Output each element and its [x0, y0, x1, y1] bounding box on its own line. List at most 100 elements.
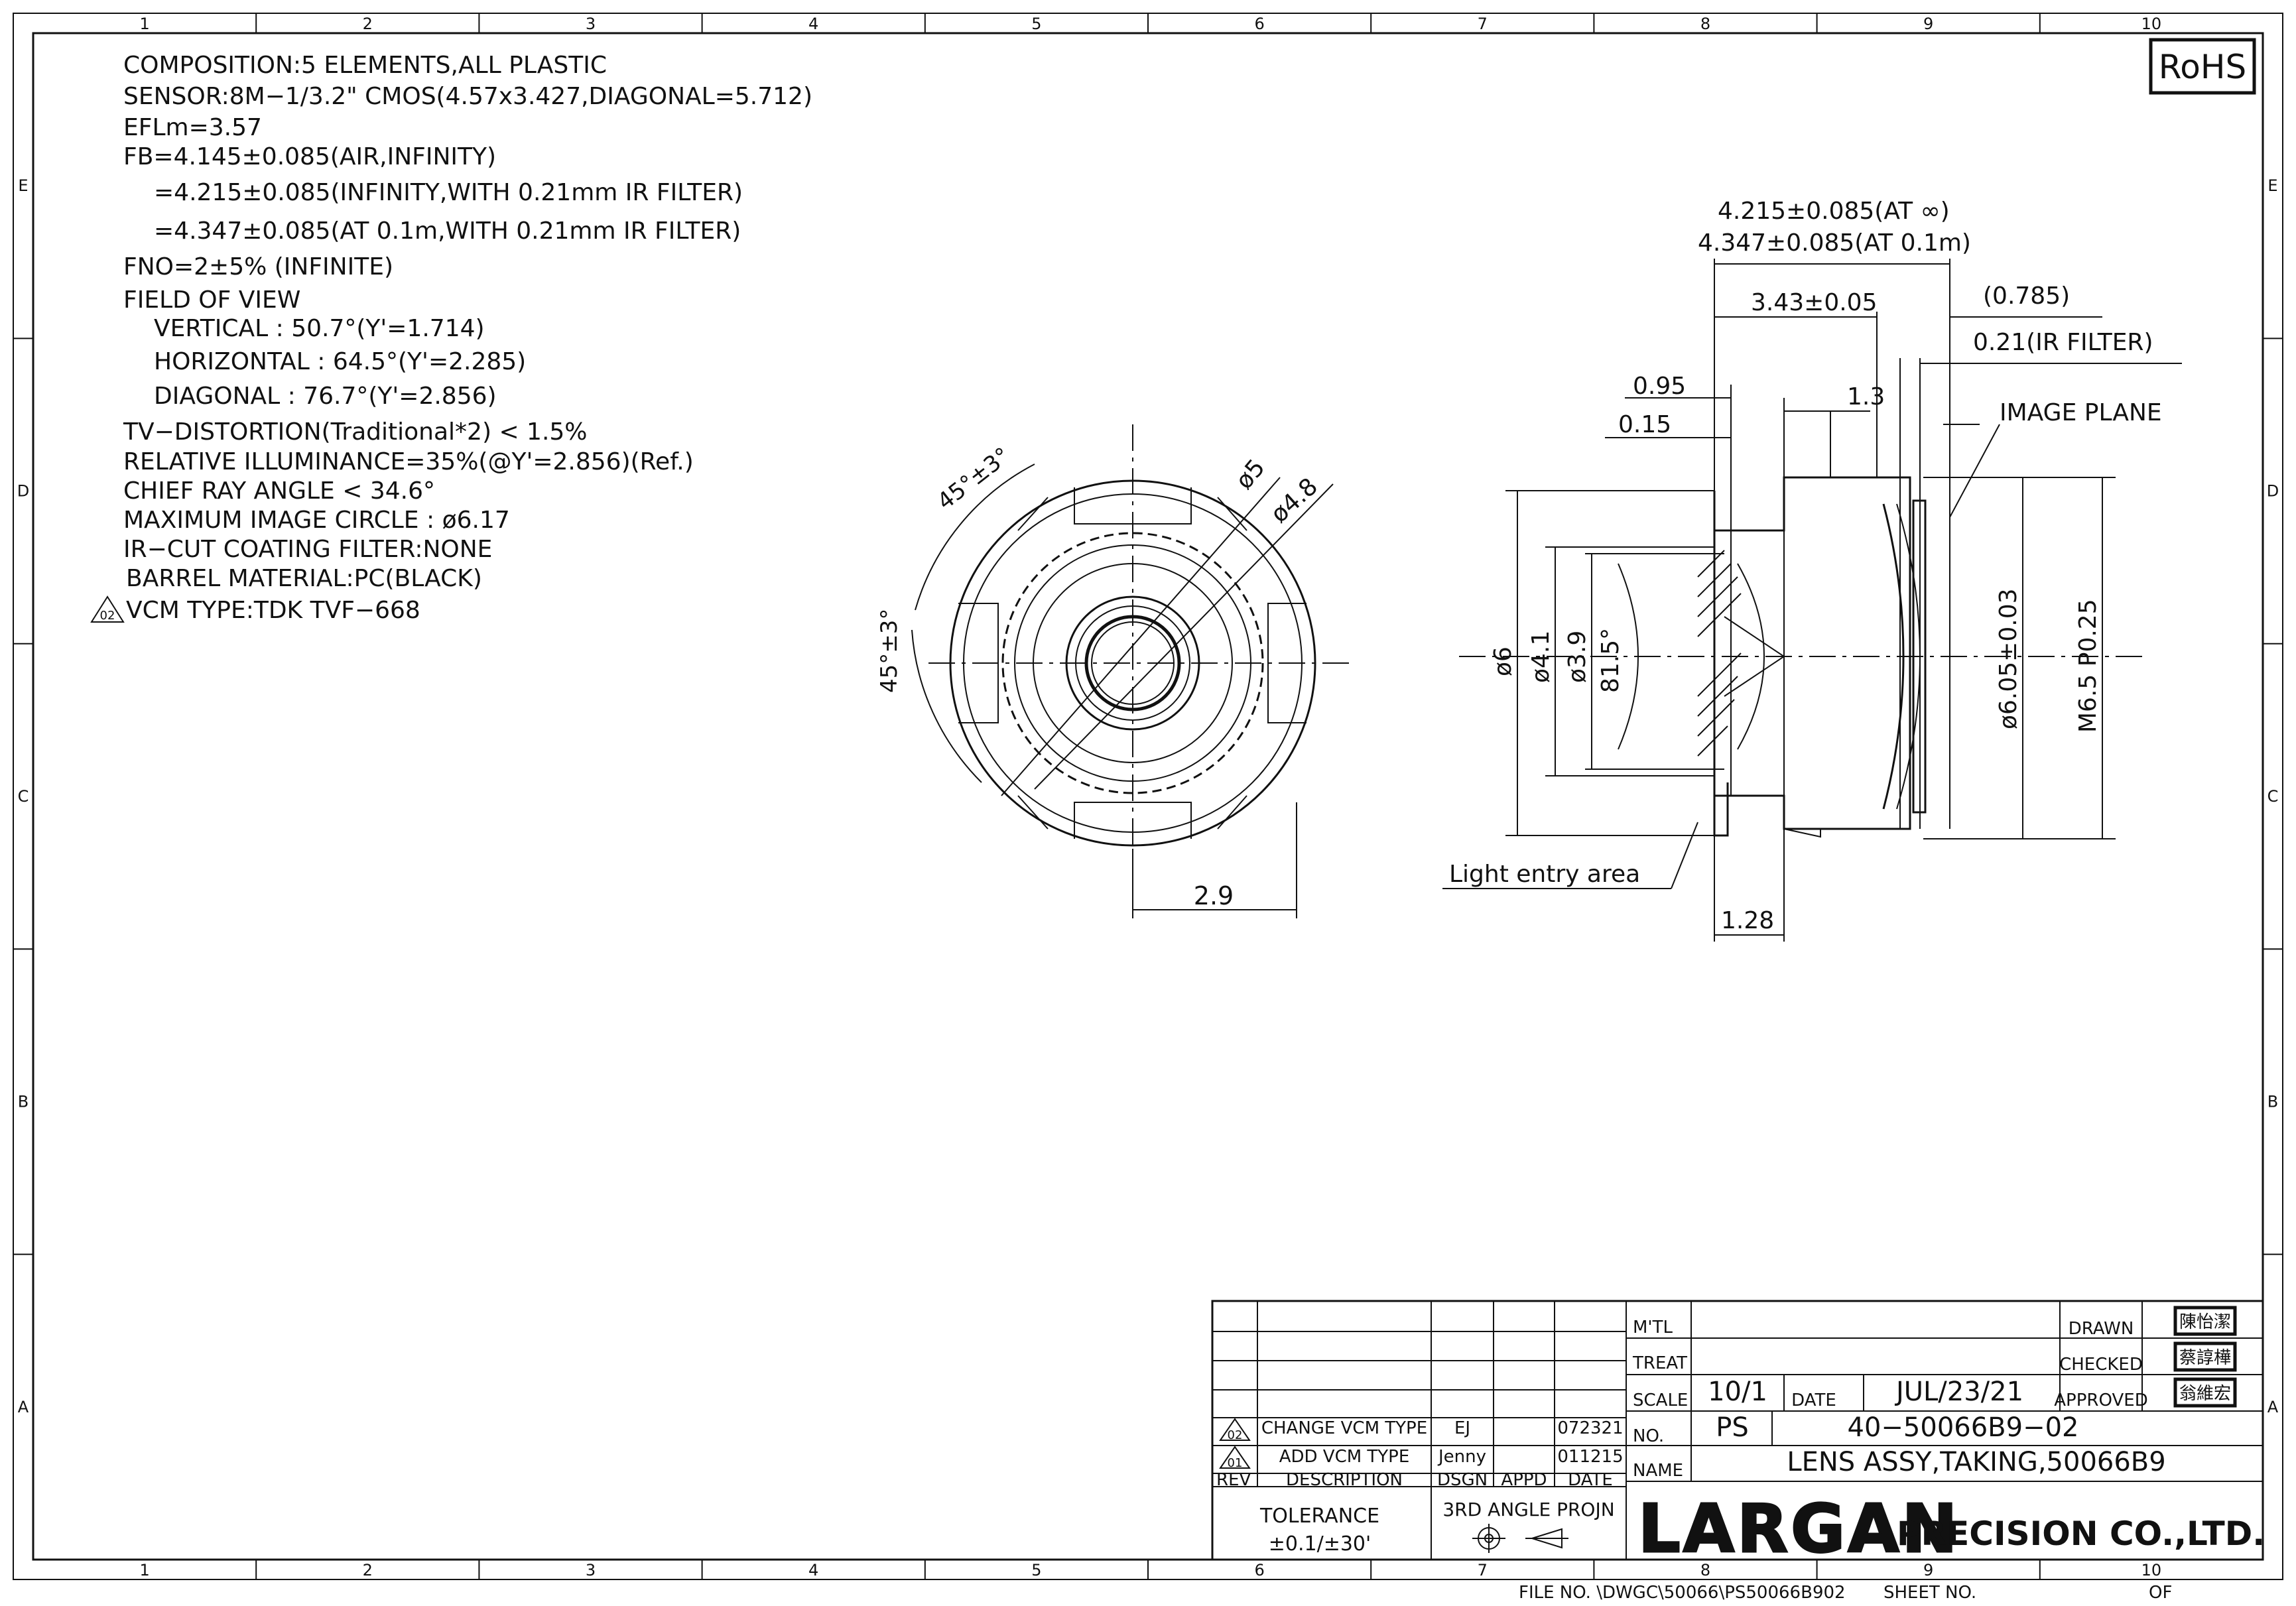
front-dia-inner-label: ø4.8 [1266, 473, 1323, 528]
zone-column-label: 6 [1254, 1561, 1264, 1579]
spec-tv-distortion: TV−DISTORTION(Traditional*2) < 1.5% [123, 418, 588, 446]
approved-label: APPROVED [2054, 1390, 2147, 1410]
zone-column-label: 1 [139, 15, 149, 33]
zone-column-label: 7 [1478, 1561, 1488, 1579]
spec-fno: FNO=2±5% (INFINITE) [123, 253, 393, 280]
front-angle-top-label: 45°±3° [932, 442, 1015, 515]
tolerance-label: TOLERANCE [1259, 1505, 1379, 1528]
approved-signature: 翁維宏 [2179, 1384, 2231, 1404]
zone-column-label: 5 [1031, 15, 1041, 33]
spec-vcm-type: VCM TYPE:TDK TVF−668 [126, 597, 420, 624]
tolerance-value: ±0.1/±30' [1269, 1532, 1371, 1556]
zone-column-label: 9 [1923, 1561, 1933, 1579]
zone-column-label: 1 [139, 1561, 149, 1579]
side-length-label: 3.43±0.05 [1751, 289, 1877, 316]
spec-sensor: SENSOR:8M−1/3.2" CMOS(4.57x3.427,DIAGONA… [123, 83, 812, 110]
side-image-plane-label: IMAGE PLANE [2000, 399, 2162, 426]
side-view: 4.215±0.085(AT ∞) 4.347±0.085(AT 0.1m) 3… [1442, 198, 2182, 942]
spec-composition: COMPOSITION:5 ELEMENTS,ALL PLASTIC [123, 52, 607, 79]
rev-row-1-dsgn: EJ [1454, 1418, 1470, 1438]
rev-row-2-date: 011215 [1557, 1447, 1623, 1467]
zone-row-label: C [2267, 787, 2279, 806]
zone-row-label: E [18, 176, 28, 195]
checked-signature: 蔡諄樺 [2179, 1348, 2231, 1368]
rev-row-1-desc: CHANGE VCM TYPE [1261, 1418, 1427, 1438]
dsgn-header: DSGN [1437, 1470, 1488, 1490]
spec-efl: EFLm=3.57 [123, 114, 262, 141]
zone-row-label: A [18, 1398, 29, 1416]
side-095-label: 0.95 [1633, 373, 1686, 400]
footer: FILE NO. \DWGC\50066\PS50066B902 SHEET N… [1519, 1583, 2172, 1603]
no-label: NO. [1633, 1426, 1664, 1446]
zone-row-label: D [17, 482, 29, 501]
rohs-label: RoHS [2159, 48, 2246, 86]
zone-row-label: D [2267, 482, 2279, 501]
rev-header: REV [1216, 1470, 1251, 1490]
side-phi39-label: ø3.9 [1564, 631, 1591, 683]
rev-row-1-date: 072321 [1557, 1418, 1623, 1438]
front-dia-outer-label: ø5 [1230, 454, 1270, 495]
rev-row-2-desc: ADD VCM TYPE [1279, 1447, 1410, 1467]
third-angle-projection-icon [1472, 1524, 1568, 1553]
scale-label: SCALE [1633, 1390, 1688, 1410]
front-width-label: 2.9 [1194, 881, 1234, 910]
side-m65-label: M6.5 P0.25 [2074, 599, 2102, 733]
spec-fb: FB=4.145±0.085(AIR,INFINITY) [123, 143, 496, 170]
side-128-label: 1.28 [1721, 907, 1774, 934]
desc-header: DESCRIPTION [1286, 1470, 1403, 1490]
spec-relative-illuminance: RELATIVE ILLUMINANCE=35%(@Y'=2.856)(Ref.… [123, 448, 694, 475]
drawn-signature: 陳怡潔 [2179, 1312, 2231, 1332]
revision-triangle-icon: 02 [90, 595, 125, 623]
zone-column-label: 3 [586, 1561, 596, 1579]
side-phi41-label: ø4.1 [1527, 631, 1555, 683]
side-angle-815-label: 81.5° [1597, 628, 1624, 693]
spec-fb-ir: =4.215±0.085(INFINITY,WITH 0.21mm IR FIL… [154, 179, 743, 206]
side-phi6-label: ø6 [1490, 647, 1517, 676]
spec-max-image-circle: MAXIMUM IMAGE CIRCLE : ø6.17 [123, 507, 510, 534]
signature-stamps: 陳怡潔 蔡諄樺 翁維宏 [2173, 1306, 2237, 1408]
side-phi605-label: ø6.05±0.03 [1995, 588, 2022, 729]
title-block: REV DESCRIPTION DSGN APPD DATE 02 CHANGE… [1211, 1300, 2265, 1569]
sheet-number-label: SHEET NO. [1883, 1583, 1976, 1603]
front-view: 45°±3° 45°±3° ø5 ø4.8 2.9 [876, 424, 1353, 918]
side-13-label: 1.3 [1847, 383, 1885, 410]
rohs-mark: RoHS [2149, 38, 2256, 95]
projection-label: 3RD ANGLE PROJN [1442, 1499, 1614, 1520]
scale-value: 10/1 [1708, 1377, 1767, 1407]
front-angle-left-label: 45°±3° [876, 609, 903, 693]
spec-notes: COMPOSITION:5 ELEMENTS,ALL PLASTIC SENSO… [90, 52, 812, 624]
zone-column-label: 9 [1923, 15, 1933, 33]
zone-column-label: 7 [1478, 15, 1488, 33]
date-header: DATE [1568, 1470, 1613, 1490]
zone-column-label: 8 [1700, 15, 1710, 33]
spec-ir-cut: IR−CUT COATING FILTER:NONE [123, 536, 492, 563]
zone-column-label: 6 [1254, 15, 1264, 33]
spec-fov-vertical: VERTICAL : 50.7°(Y'=1.714) [154, 315, 485, 342]
spec-barrel-material: BARREL MATERIAL:PC(BLACK) [126, 565, 482, 592]
mtl-label: M'TL [1633, 1318, 1673, 1337]
side-ir-filter-label: 0.21(IR FILTER) [1973, 329, 2153, 356]
zone-column-label: 2 [363, 15, 373, 33]
part-name: LENS ASSY,TAKING,50066B9 [1787, 1447, 2165, 1477]
side-015-label: 0.15 [1618, 411, 1671, 438]
side-light-entry-label: Light entry area [1449, 861, 1640, 888]
date-label: DATE [1791, 1390, 1836, 1410]
spec-fov-title: FIELD OF VIEW [123, 286, 300, 314]
file-number: FILE NO. \DWGC\50066\PS50066B902 [1519, 1583, 1846, 1603]
spec-fov-horizontal: HORIZONTAL : 64.5°(Y'=2.285) [154, 348, 526, 375]
zone-row-label: C [18, 787, 29, 806]
rev-row-1-rev: 02 [1228, 1428, 1243, 1442]
drawn-label: DRAWN [2069, 1319, 2134, 1339]
zone-column-label: 10 [2141, 1561, 2162, 1579]
company-logo-text: LARGAN [1638, 1490, 1960, 1568]
zone-column-label: 4 [808, 15, 818, 33]
appd-header: APPD [1501, 1470, 1547, 1490]
checked-label: CHECKED [2059, 1355, 2143, 1375]
spec-fb-01m: =4.347±0.085(AT 0.1m,WITH 0.21mm IR FILT… [154, 217, 741, 245]
date-value: JUL/23/21 [1894, 1377, 2023, 1407]
zone-column-label: 8 [1700, 1561, 1710, 1579]
zone-column-label: 2 [363, 1561, 373, 1579]
rev-row-2-dsgn: Jenny [1437, 1447, 1486, 1467]
